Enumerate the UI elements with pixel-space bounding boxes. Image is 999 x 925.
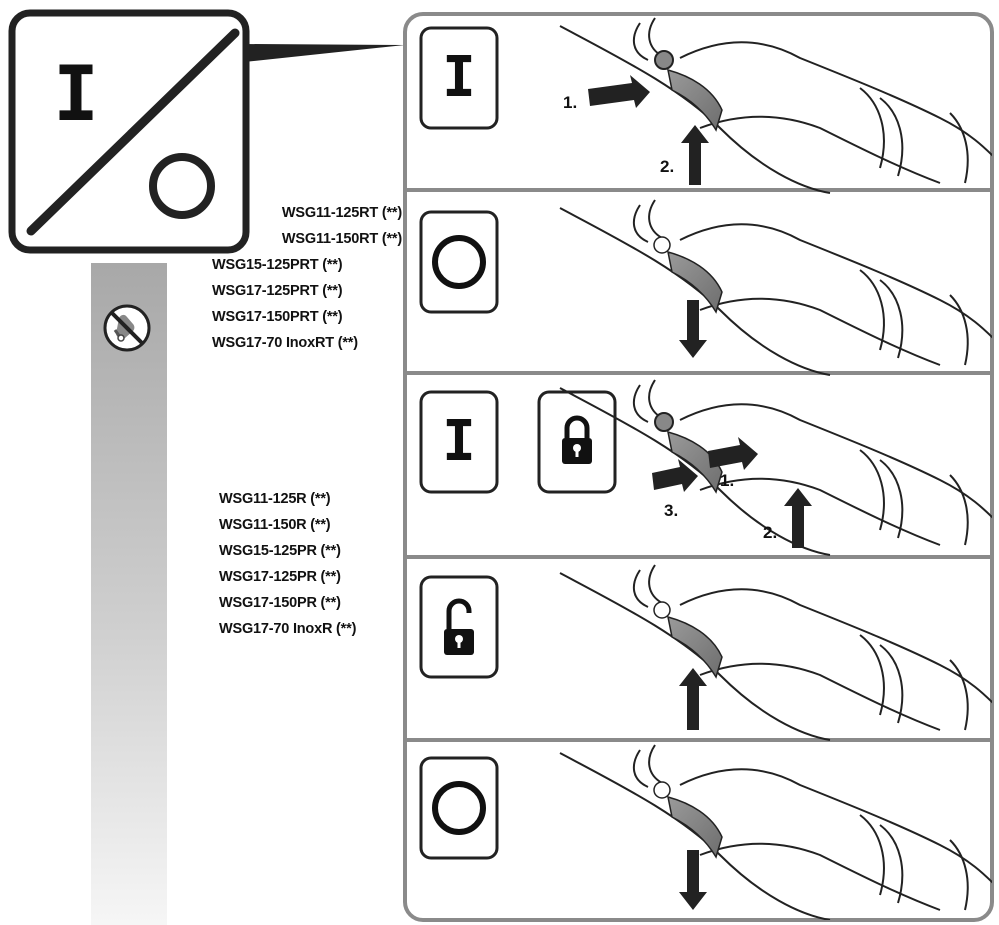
model-r-6: WSG17-70 InoxR (**) [219, 621, 357, 637]
grinder-trigger [667, 430, 723, 494]
lock-button [654, 50, 674, 70]
on-symbol-icon: I [442, 409, 476, 474]
model-rt-4: WSG17-125PRT (**) [212, 283, 343, 299]
model-rt-1: WSG11-125RT (**) [281, 205, 402, 221]
grinder-outline [559, 207, 831, 376]
step-number-label: 2. [660, 157, 674, 176]
direction-arrow [679, 668, 707, 730]
model-group-bar [91, 263, 167, 925]
grinder-trigger [667, 795, 723, 859]
step-row-2 [419, 199, 992, 376]
model-rt-6: WSG17-70 InoxRT (**) [212, 335, 358, 351]
off-symbol-icon [432, 781, 486, 835]
model-r-5: WSG17-150PR (**) [219, 595, 341, 611]
model-rt-3: WSG15-125PRT (**) [212, 257, 343, 273]
step-number-label: 2. [763, 523, 777, 542]
lock-open-icon [444, 598, 474, 655]
on-off-switch-icon: I [8, 9, 250, 254]
model-r-4: WSG17-125PR (**) [219, 569, 341, 585]
symbol-box [419, 26, 499, 130]
direction-arrow [708, 437, 758, 470]
direction-arrow [679, 300, 707, 358]
model-rt-5: WSG17-150PRT (**) [212, 309, 343, 325]
lock-closed-icon [562, 415, 592, 464]
step-row-3: I 1. 3. 2. [419, 379, 992, 556]
switch-on-symbol: I [53, 49, 99, 138]
model-r-3: WSG15-125PR (**) [219, 543, 341, 559]
switch-off-symbol [149, 153, 215, 219]
step-number-label: 1. [720, 471, 734, 490]
on-symbol-icon: I [442, 45, 476, 110]
lock-button [654, 412, 674, 432]
grinder-outline [559, 25, 831, 194]
direction-arrow [679, 850, 707, 910]
grinder-outline [559, 572, 831, 741]
callout-pointer [244, 44, 405, 62]
step-row-5 [419, 744, 992, 920]
grinder-trigger [667, 250, 723, 314]
step-number-label: 3. [664, 501, 678, 520]
model-rt-2: WSG11-150RT (**) [281, 231, 402, 247]
symbol-box [419, 390, 499, 494]
grinder-trigger [667, 68, 723, 132]
model-r-1: WSG11-125R (**) [219, 491, 331, 507]
off-symbol-icon [432, 235, 486, 289]
grinder-outline [559, 752, 831, 920]
step-row-4 [419, 564, 992, 741]
model-list-r: WSG11-125R (**) WSG11-150R (**) WSG15-12… [219, 486, 356, 642]
direction-arrow [652, 459, 698, 492]
model-list-rt: WSG11-125RT (**) WSG11-150RT (**) WSG15-… [212, 200, 402, 356]
direction-arrow [588, 75, 650, 108]
direction-arrow [681, 125, 709, 185]
symbol-box [419, 756, 499, 860]
model-r-2: WSG11-150R (**) [219, 517, 331, 533]
no-contact-warning-icon [103, 304, 151, 352]
symbol-box [419, 210, 499, 314]
step-row-1: I 1. 2. [419, 17, 992, 194]
grinder-trigger [667, 615, 723, 679]
direction-arrow [784, 488, 812, 548]
step-number-label: 1. [563, 93, 577, 112]
symbol-box [419, 575, 499, 679]
